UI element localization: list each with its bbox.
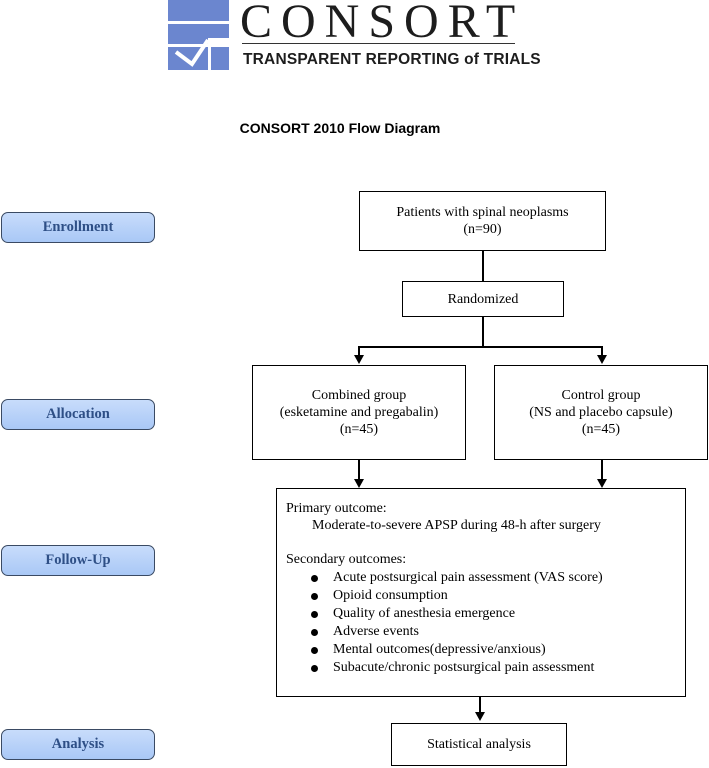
connector-control-outcomes	[601, 460, 603, 480]
arrowhead-outcomes-left	[354, 479, 364, 488]
combined-group-box: Combined group (esketamine and pregabali…	[252, 365, 466, 460]
bullet-marker	[311, 647, 318, 654]
logo-wordmark: CONSORT	[240, 0, 525, 48]
arrowhead-control	[597, 355, 607, 364]
bullet-marker	[311, 575, 318, 582]
connector-split-left	[358, 346, 360, 356]
secondary-outcome-item: Subacute/chronic postsurgical pain asses…	[333, 660, 595, 675]
connector-split-right	[601, 346, 603, 356]
bullet-marker	[311, 665, 318, 672]
logo-tagline: TRANSPARENT REPORTING of TRIALS	[243, 51, 541, 68]
arrowhead-outcomes-right	[597, 479, 607, 488]
outcomes-box: Primary outcome: Moderate-to-severe APSP…	[276, 488, 686, 697]
bullet-marker	[311, 629, 318, 636]
enrollment-box-title: Patients with spinal neoplasms	[396, 205, 569, 220]
combined-group-count: (n=45)	[339, 422, 379, 437]
bullet-marker	[311, 611, 318, 618]
secondary-outcome-heading: Secondary outcomes:	[286, 552, 407, 567]
enrollment-box: Patients with spinal neoplasms (n=90)	[359, 191, 606, 251]
arrowhead-analysis	[475, 712, 485, 721]
stage-analysis: Analysis	[1, 729, 155, 760]
stage-follow-up: Follow-Up	[1, 545, 155, 576]
secondary-outcome-item: Adverse events	[333, 624, 419, 639]
secondary-outcome-item: Opioid consumption	[333, 588, 448, 603]
control-group-count: (n=45)	[581, 422, 621, 437]
primary-outcome-text: Moderate-to-severe APSP during 48-h afte…	[312, 518, 601, 533]
connector-combined-outcomes	[358, 460, 360, 480]
analysis-label: Statistical analysis	[427, 737, 531, 752]
secondary-outcome-item: Acute postsurgical pain assessment (VAS …	[333, 570, 603, 585]
connector-enroll-randomize	[482, 251, 484, 281]
primary-outcome-heading: Primary outcome:	[286, 501, 387, 516]
randomized-box: Randomized	[402, 281, 564, 317]
enrollment-box-count: (n=90)	[463, 222, 502, 237]
secondary-outcome-item: Quality of anesthesia emergence	[333, 606, 516, 621]
arrowhead-combined	[354, 355, 364, 364]
control-group-box: Control group (NS and placebo capsule) (…	[494, 365, 708, 460]
analysis-box: Statistical analysis	[391, 723, 567, 766]
randomized-label: Randomized	[447, 291, 519, 307]
logo-divider	[242, 43, 515, 44]
combined-group-detail: (esketamine and pregabalin)	[279, 405, 439, 420]
connector-outcomes-analysis	[479, 697, 481, 713]
stage-enrollment: Enrollment	[1, 212, 155, 243]
stage-allocation: Allocation	[1, 399, 155, 430]
consort-logo-mark	[168, 0, 229, 70]
control-group-title: Control group	[561, 388, 641, 403]
bullet-marker	[311, 593, 318, 600]
combined-group-title: Combined group	[311, 388, 407, 403]
connector-randomize-split	[482, 317, 484, 347]
connector-split-horizontal	[358, 346, 603, 348]
control-group-detail: (NS and placebo capsule)	[529, 405, 673, 420]
diagram-title: CONSORT 2010 Flow Diagram	[239, 120, 441, 136]
secondary-outcome-item: Mental outcomes(depressive/anxious)	[333, 642, 546, 657]
